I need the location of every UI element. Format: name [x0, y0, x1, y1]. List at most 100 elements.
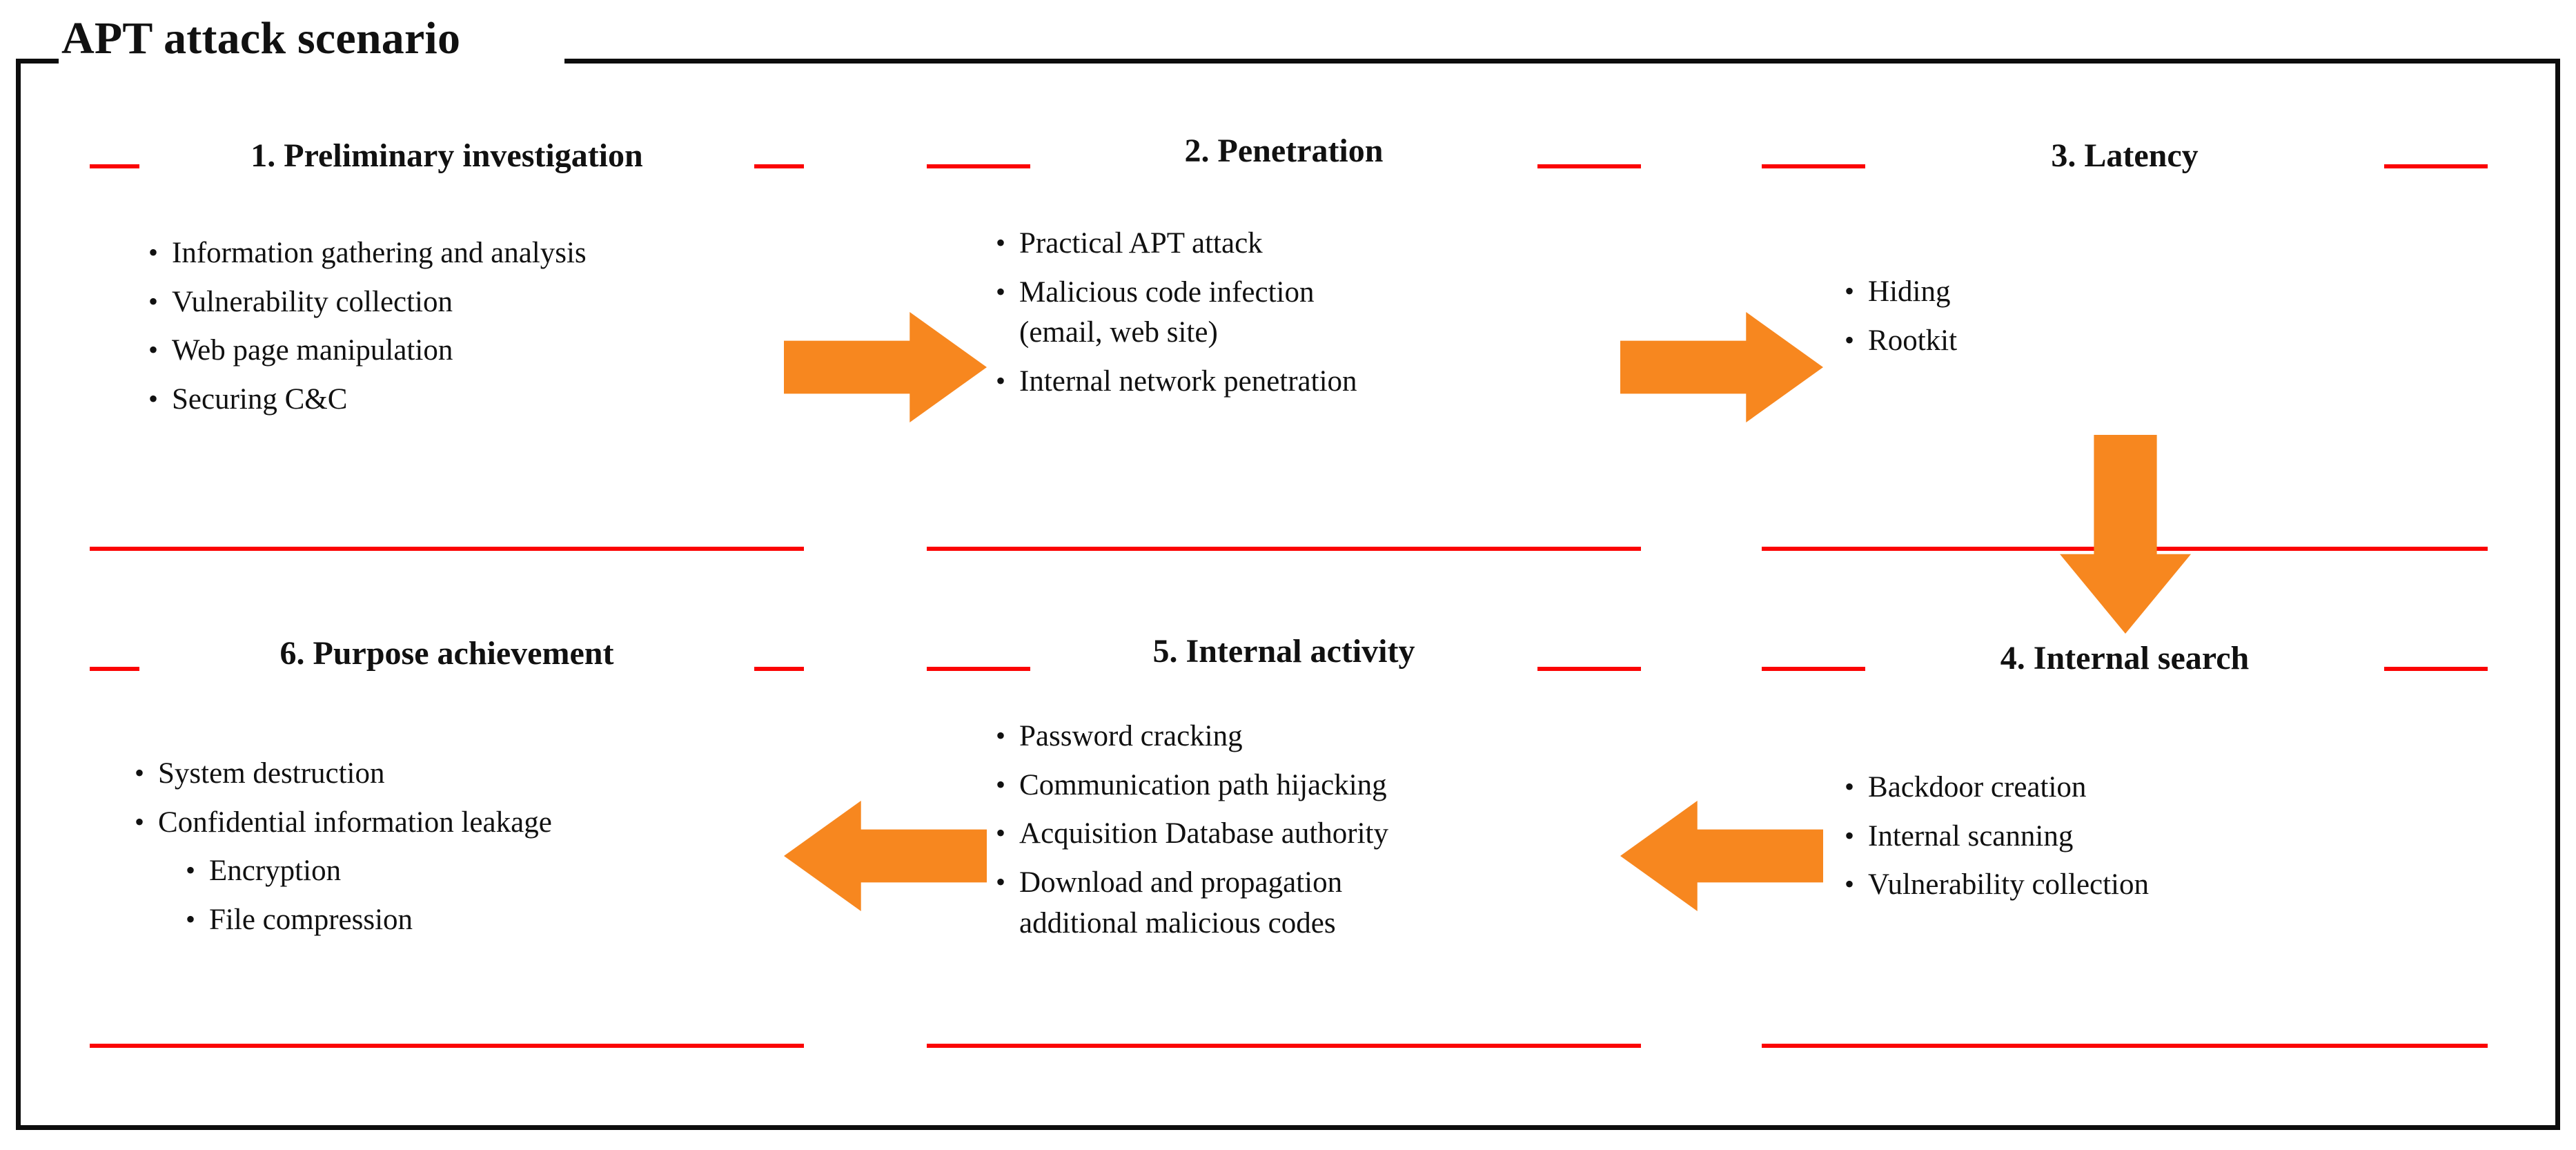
bullet-dot-icon: • — [996, 817, 1006, 849]
stage-border-bottom — [90, 547, 804, 551]
bullet-dot-icon: • — [996, 768, 1006, 800]
stage-border-top-right — [1537, 164, 1641, 168]
stage-border-top-left — [90, 164, 139, 168]
stage-bullet-item: • Confidential information leakage — [135, 806, 783, 841]
stage-border-bottom — [927, 547, 1641, 551]
frame-top-right-stub — [564, 59, 2555, 64]
bullet-text: Internal scanning — [1868, 819, 2074, 852]
frame-right-edge — [2555, 59, 2560, 1130]
arrow-1-to-2-icon — [784, 312, 987, 422]
stage-box-1[interactable]: 1. Preliminary investigation • Information… — [90, 139, 804, 551]
arrow-3-to-4-icon — [2060, 435, 2191, 634]
stage-border-top-right — [754, 667, 804, 671]
stage-bullet-item: • Communication path hijacking — [996, 768, 1617, 803]
bullet-dot-icon: • — [135, 806, 145, 837]
stage-border-top-left — [927, 164, 1030, 168]
stage-bullet-item: •additional malicious codes — [996, 906, 1617, 942]
bullet-dot-icon: • — [148, 237, 159, 268]
stage-border-top-left — [1762, 667, 1865, 671]
stage-bullet-item: •Encryption — [186, 854, 783, 889]
stage-title: 5. Internal activity — [1152, 633, 1415, 670]
stage-box-5[interactable]: 5. Internal activity • Password cracking • C… — [927, 635, 1641, 1048]
stage-box-6[interactable]: 6. Purpose achievement • System destructio… — [90, 637, 804, 1048]
bullet-dot-icon: • — [135, 757, 145, 788]
bullet-dot-icon: • — [1845, 275, 1855, 306]
stage-bullet-list: • Practical APT attack • Malicious code inf… — [996, 226, 1617, 413]
bullet-text: Encryption — [209, 855, 342, 888]
frame-top-left-stub — [16, 59, 59, 64]
bullet-text: Backdoor creation — [1868, 771, 2087, 803]
stage-bullet-item: • Web page manipulation — [148, 333, 769, 369]
stage-bullet-list: • Backdoor creation• Internal scanning •Vul… — [1845, 770, 2452, 917]
stage-bullet-item: • File compression — [186, 903, 783, 938]
bullet-dot-icon: • — [148, 334, 159, 366]
bullet-dot-icon: • — [996, 720, 1006, 751]
stage-border-top-left — [90, 667, 139, 671]
diagram-title: APT attack scenario — [61, 13, 461, 64]
stage-bullet-item: • Information gathering and analysis — [148, 236, 769, 271]
bullet-text: Web page manipulation — [172, 334, 453, 367]
bullet-dot-icon: • — [1845, 324, 1855, 355]
stage-border-top-right — [1537, 667, 1641, 671]
stage-border-top-right — [754, 164, 804, 168]
bullet-text: Practical APT attack — [1019, 227, 1263, 260]
stage-title: 3. Latency — [2051, 137, 2199, 174]
bullet-text: Internal network penetration — [1019, 365, 1357, 398]
stage-bullet-item: • Backdoor creation — [1845, 770, 2452, 806]
bullet-dot-icon: • — [996, 275, 1006, 307]
bullet-dot-icon: • — [148, 383, 159, 415]
stage-bullet-item: • Password cracking — [996, 719, 1617, 754]
bullet-text: Vulnerability collection — [1868, 868, 2150, 902]
bullet-dot-icon: • — [1845, 771, 1855, 802]
arrow-5-to-6-icon — [784, 801, 987, 911]
bullet-text: File compression — [209, 904, 413, 937]
stage-title: 4. Internal search — [2000, 640, 2250, 676]
stage-bullet-item: •Vulnerability collection — [148, 285, 769, 320]
bullet-text: Securing C&C — [172, 383, 348, 416]
stage-border-top-left — [1762, 164, 1865, 168]
stage-border-bottom — [1762, 1044, 2488, 1048]
stage-border-top-right — [2384, 667, 2488, 671]
stage-bullet-list: • Password cracking • Communication path hi… — [996, 719, 1617, 955]
stage-bullet-item: •Vulnerability collection — [1845, 868, 2452, 903]
stage-bullet-list: • Information gathering and analysis •Vuln… — [148, 236, 769, 431]
bullet-text: Information gathering and analysis — [172, 237, 587, 269]
stage-bullet-item: •Acquisition Database authority — [996, 817, 1617, 852]
stage-border-top-right — [2384, 164, 2488, 168]
bullet-dot-icon: • — [186, 904, 196, 935]
bullet-dot-icon: • — [996, 227, 1006, 258]
bullet-text: Confidential information leakage — [158, 806, 552, 839]
stage-bullet-item: • Internal network penetration — [996, 364, 1617, 400]
stage-bullet-item: • Rootkit — [1845, 324, 2452, 359]
stage-title: 2. Penetration — [1184, 133, 1384, 169]
bullet-text: Malicious code infection — [1019, 275, 1315, 309]
stage-border-bottom — [927, 1044, 1641, 1048]
arrow-2-to-3-icon — [1620, 312, 1823, 422]
stage-title: 6. Purpose achievement — [279, 635, 614, 672]
bullet-dot-icon: • — [996, 365, 1006, 397]
bullet-dot-icon: • — [148, 285, 159, 317]
outer-frame: APT attack scenario — [16, 16, 2560, 1130]
stage-box-2[interactable]: 2. Penetration • Practical APT attack • Mali… — [927, 135, 1641, 551]
bullet-text: additional malicious codes — [1019, 906, 1336, 939]
stage-title: 1. Preliminary investigation — [250, 137, 643, 174]
bullet-text: Communication path hijacking — [1019, 768, 1387, 801]
stage-bullet-item: • Practical APT attack — [996, 226, 1617, 262]
bullet-text: System destruction — [158, 757, 385, 790]
stage-bullet-list: •Hiding•Rootkit — [1845, 275, 2452, 372]
bullet-text: Download and propagation — [1019, 866, 1343, 899]
stage-bullet-list: • System destruction • Confidential informa… — [135, 757, 783, 952]
stage-bullet-item: • System destruction — [135, 757, 783, 792]
bullet-text: Rootkit — [1868, 324, 1958, 357]
bullet-text: Password cracking — [1019, 720, 1243, 752]
stage-box-4[interactable]: 4. Internal search • Backdoor creation• Int… — [1762, 642, 2488, 1048]
bullet-dot-icon: • — [996, 866, 1006, 898]
stage-border-bottom — [90, 1044, 804, 1048]
frame-left-edge — [16, 59, 21, 1130]
stage-bullet-item: •(email, web site) — [996, 315, 1617, 351]
stage-bullet-item: •Hiding — [1845, 275, 2452, 310]
bullet-text: (email, web site) — [1019, 316, 1218, 349]
stage-bullet-item: • Malicious code infection — [996, 275, 1617, 311]
arrow-4-to-5-icon — [1620, 801, 1823, 911]
stage-bullet-item: • Download and propagation — [996, 866, 1617, 901]
